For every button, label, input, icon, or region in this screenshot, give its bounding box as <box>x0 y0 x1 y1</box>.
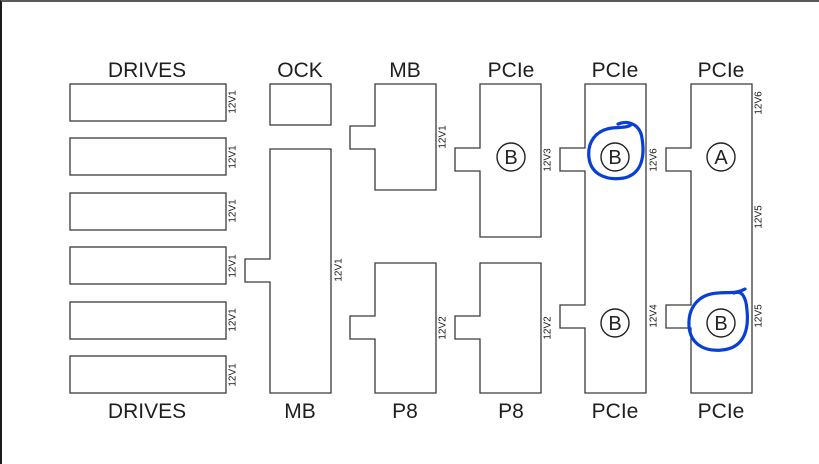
badge-circle <box>496 142 526 172</box>
rail-label: 12V1 <box>228 308 239 332</box>
rail-label-bottom: 12V4 <box>649 304 660 328</box>
heading-pcie-bottom-2: PCIe <box>698 400 745 423</box>
badge-letter-bottom: B <box>608 313 621 335</box>
p8-connector-2: 12V2 <box>454 262 554 394</box>
heading-pcie-top-3: PCIe <box>698 59 745 82</box>
pcie-connector-col5: B B 12V6 12V4 <box>559 83 660 394</box>
drive-connector-3: 12V1 <box>69 192 239 231</box>
heading-drives-top: DRIVES <box>108 59 186 82</box>
drive-connector-5: 12V1 <box>69 301 239 340</box>
heading-mb-top: MB <box>389 59 421 82</box>
annotation-circle-col6-bottom <box>687 287 750 352</box>
rail-label: 12V1 <box>228 145 239 169</box>
heading-pcie-top-2: PCIe <box>592 59 639 82</box>
p8-connector-1: 12V2 <box>349 262 449 394</box>
pcie-connector-col6: A B 12V6 12V5 12V5 <box>665 83 765 394</box>
rail-label: 12V1 <box>228 363 239 387</box>
drive-connector-4: 12V1 <box>69 246 239 285</box>
rail-label-top: 12V6 <box>649 148 660 172</box>
drive-connector-2: 12V1 <box>69 137 239 176</box>
badge-circle-top <box>600 142 630 172</box>
heading-p8-bottom-2: P8 <box>498 400 524 423</box>
heading-drives-bottom: DRIVES <box>108 400 186 423</box>
rail-label: 12V1 <box>438 125 449 149</box>
badge-circle-bottom <box>600 308 630 338</box>
badge-letter-bottom: B <box>714 313 727 335</box>
drive-connector-6: 12V1 <box>69 355 239 394</box>
rail-label: 12V2 <box>438 316 449 340</box>
rail-label: 12V1 <box>228 254 239 278</box>
rail-label-bottom: 12V5 <box>754 304 765 328</box>
badge-letter: B <box>504 147 517 169</box>
rail-label: 12V3 <box>543 148 554 172</box>
mb-cpu-connector: 12V1 <box>349 83 449 191</box>
rail-label: 12V2 <box>543 316 554 340</box>
heading-p8-bottom-1: P8 <box>392 400 418 423</box>
pcie-connector-col4: B 12V3 <box>454 83 554 238</box>
drive-connector-1: 12V1 <box>69 83 239 122</box>
mb-main-connector: 12V1 <box>244 148 345 394</box>
rail-label: 12V1 <box>334 258 345 282</box>
heading-ock-top: OCK <box>277 59 323 82</box>
heading-pcie-top-1: PCIe <box>488 59 535 82</box>
rail-label: 12V1 <box>228 199 239 223</box>
badge-circle-top <box>706 142 736 172</box>
heading-mb-bottom: MB <box>284 400 316 423</box>
badge-circle-bottom <box>706 308 736 338</box>
badge-letter-top: B <box>608 147 621 169</box>
ock-connector <box>269 83 332 126</box>
rail-label: 12V1 <box>228 90 239 114</box>
badge-letter-top: A <box>714 147 728 169</box>
rail-label-mid: 12V5 <box>754 205 765 229</box>
annotation-circle-col5-top <box>587 120 645 181</box>
heading-pcie-bottom-1: PCIe <box>592 400 639 423</box>
rail-label-top: 12V6 <box>754 91 765 115</box>
